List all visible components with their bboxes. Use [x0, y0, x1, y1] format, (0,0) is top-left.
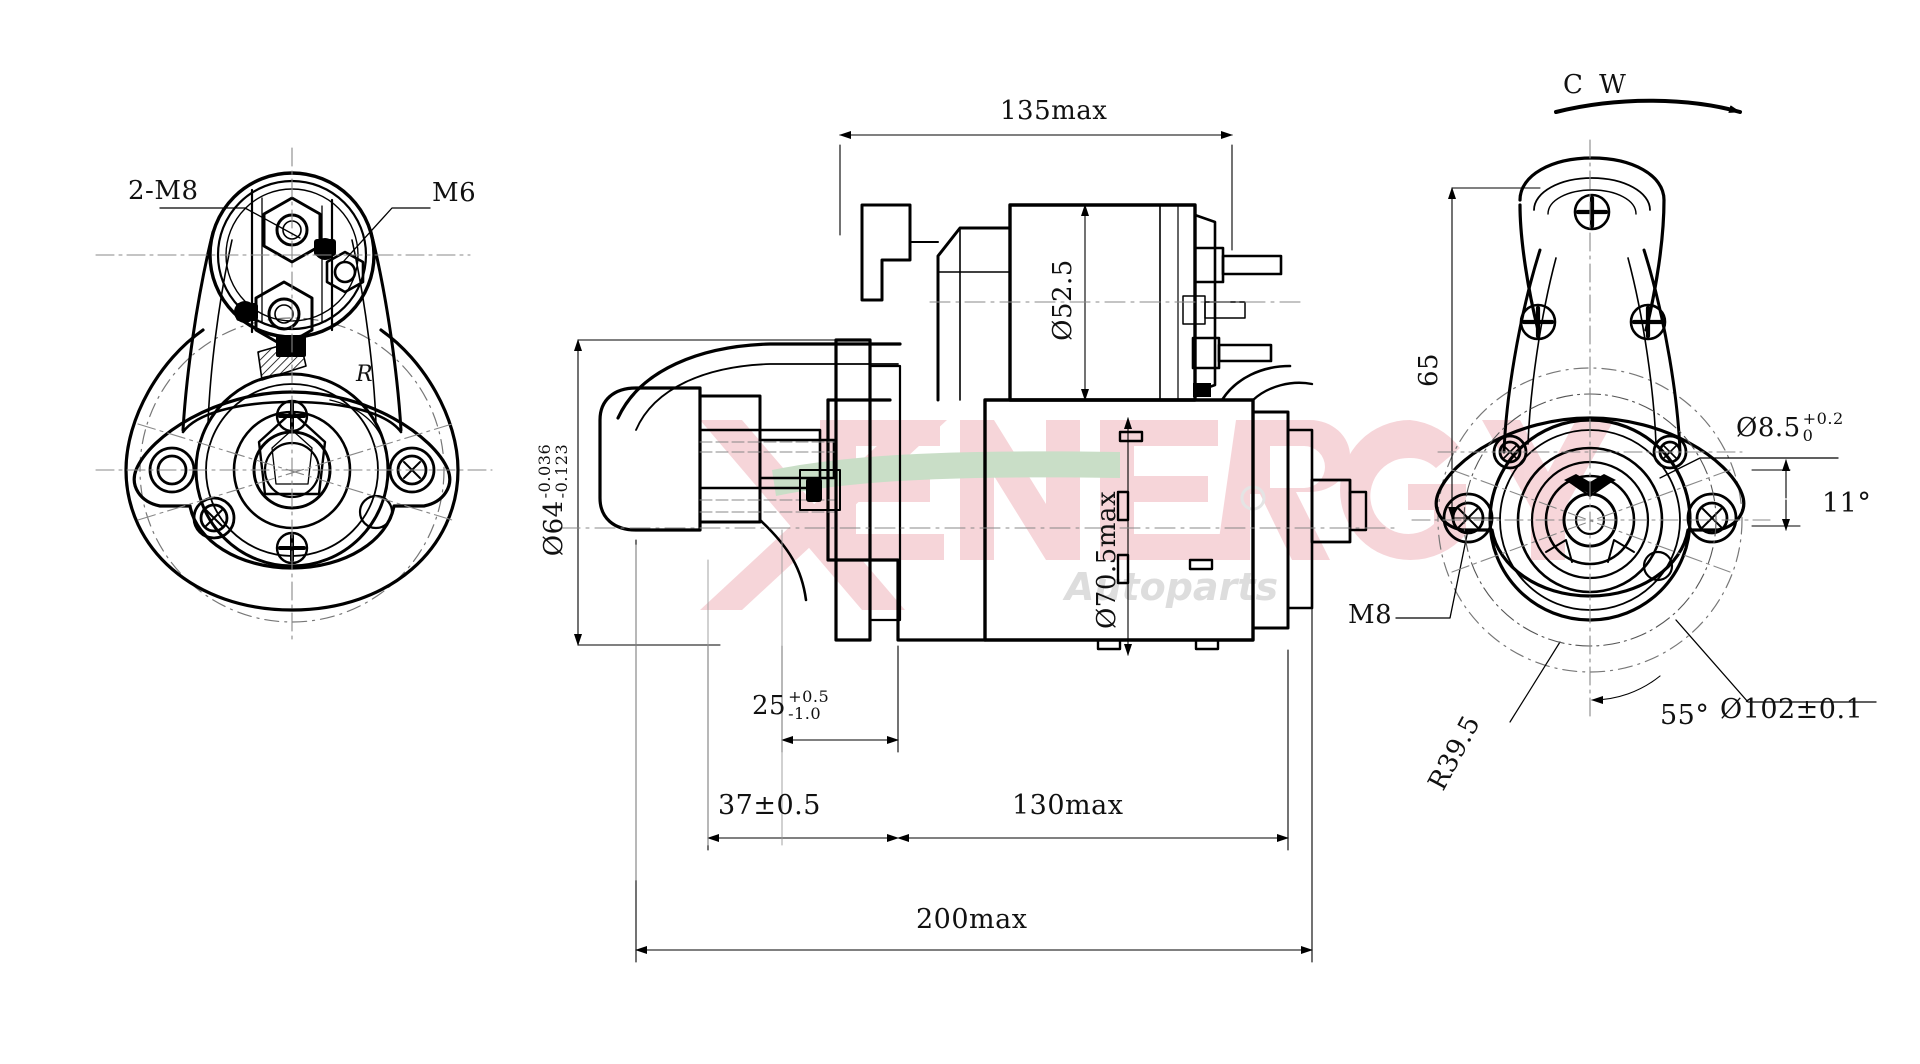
label-m6: M6: [432, 178, 477, 208]
view-left-end: [95, 147, 493, 641]
dim-25-tol-lower: -1.0: [788, 703, 822, 723]
dim-200max: 200max: [916, 904, 1028, 935]
dim-25-value: 25: [752, 690, 787, 721]
view-side: [559, 131, 1401, 963]
label-rotation-cw: C W: [1563, 70, 1630, 100]
dim-dia-64-tol-lower: -0.123: [552, 443, 572, 499]
label-2-m8: 2-M8: [128, 176, 199, 206]
dim-130max: 130max: [1012, 790, 1124, 821]
dim-dia-52-5: Ø52.5: [1048, 259, 1078, 341]
dim-dia-8-5-tol-upper: +0.2: [1802, 409, 1844, 428]
dim-dia-64-value: Ø64: [539, 500, 570, 557]
view-right-end: [1395, 98, 1877, 723]
label-m8: M8: [1348, 600, 1393, 630]
dim-37: 37±0.5: [718, 790, 821, 821]
label-rotation-mark-r: R: [356, 362, 374, 387]
dim-135max: 135max: [1000, 96, 1108, 126]
svg-text:Autoparts: Autoparts: [1062, 565, 1278, 609]
dim-dia-70-5max: Ø70.5max: [1092, 490, 1122, 630]
dim-angle-11: 11°: [1822, 488, 1872, 519]
dim-dia-8-5-value: Ø8.5: [1736, 412, 1801, 443]
dim-dia-64: Ø64-0.036-0.123: [535, 443, 572, 557]
dim-65: 65: [1414, 352, 1444, 388]
dim-25: 25+0.5-1.0: [752, 687, 830, 724]
dim-dia-8-5-tol-lower: 0: [1802, 425, 1814, 445]
dim-angle-55: 55°: [1660, 700, 1710, 731]
dim-25-tol-upper: +0.5: [788, 687, 830, 706]
dim-pcd-102: Ø102±0.1: [1720, 694, 1864, 725]
